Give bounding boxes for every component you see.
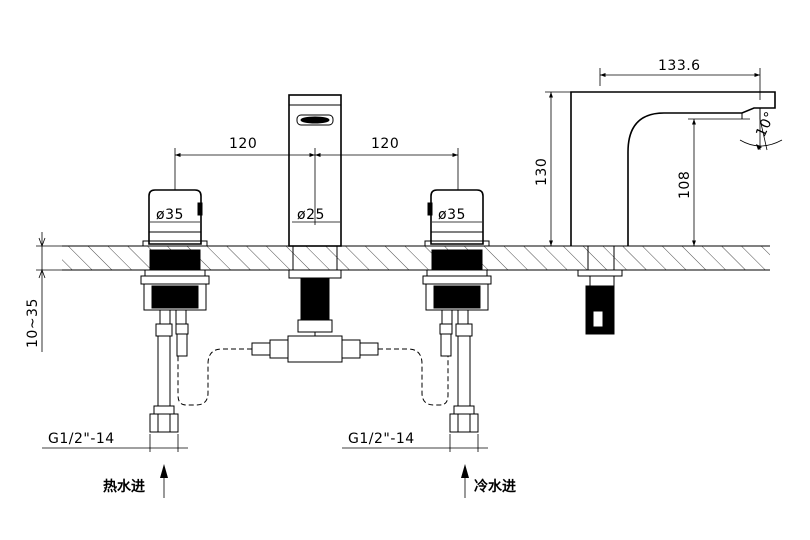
spacing-left-label: 120: [229, 136, 257, 152]
diameter-labels: ø35 ø25 ø35: [150, 207, 482, 223]
cold-handle-assembly: [422, 189, 492, 325]
hot-inlet-label: 热水进: [103, 478, 145, 495]
deck-thickness-label: 10~35: [25, 298, 41, 348]
spout-side-view: [570, 91, 776, 335]
hot-handle-assembly: [140, 189, 210, 325]
cold-handle-diameter: ø35: [438, 207, 466, 223]
hot-braided-hose: [149, 323, 189, 433]
spout-diameter: ø25: [297, 207, 325, 223]
spacing-right-label: 120: [371, 136, 399, 152]
spout-angle-label: 10°: [753, 109, 779, 140]
spout-body-assembly: [251, 94, 379, 363]
spout-reach-label: 133.6: [658, 58, 701, 74]
hot-thread-label: G1/2"-14: [48, 431, 115, 447]
hidden-hose-routes: [177, 348, 449, 406]
spacing-dimensions: 120 120: [174, 136, 459, 225]
side-view-dimensions: 133.6 130 108 10°: [534, 58, 783, 246]
cold-inlet-annotation: G1/2"-14 冷水进: [342, 431, 516, 498]
cold-thread-label: G1/2"-14: [348, 431, 415, 447]
spout-height-label: 130: [534, 158, 550, 186]
hot-handle-diameter: ø35: [156, 207, 184, 223]
outlet-height-label: 108: [677, 171, 693, 199]
hot-inlet-annotation: G1/2"-14 热水进: [42, 431, 188, 498]
cold-inlet-label: 冷水进: [474, 478, 516, 495]
cold-braided-hose: [439, 323, 479, 433]
deck-thickness-dimension: 10~35: [25, 232, 62, 352]
